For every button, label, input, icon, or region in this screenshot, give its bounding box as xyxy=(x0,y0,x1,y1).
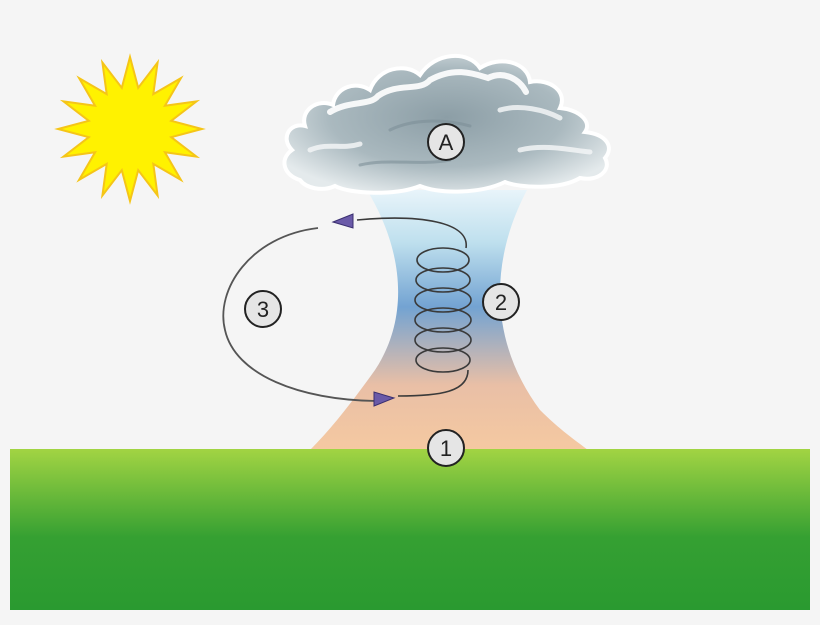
ground xyxy=(10,449,810,610)
arrowhead-bottom xyxy=(373,391,396,407)
sun-icon xyxy=(54,53,206,205)
circulation-loop xyxy=(222,227,377,402)
spiral-top-flow xyxy=(356,217,467,249)
rising-air-column xyxy=(310,190,588,450)
arrowhead-top xyxy=(331,213,354,229)
svg-text:1: 1 xyxy=(440,436,452,461)
svg-text:3: 3 xyxy=(257,297,269,322)
marker-1: 1 xyxy=(427,429,465,467)
marker-a: A xyxy=(427,123,465,161)
svg-text:A: A xyxy=(439,130,454,155)
marker-2: 2 xyxy=(482,283,520,321)
marker-3: 3 xyxy=(244,290,282,328)
svg-text:2: 2 xyxy=(495,290,507,315)
spiral-bottom-flow xyxy=(397,369,469,397)
rising-spiral xyxy=(414,247,472,373)
